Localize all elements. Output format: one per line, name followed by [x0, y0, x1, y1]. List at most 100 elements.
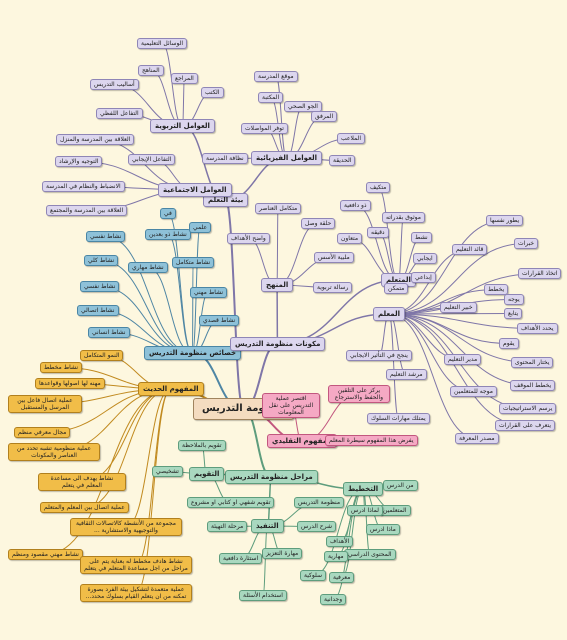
teacher-item[interactable]: يطور نفسها: [486, 215, 524, 226]
implementation-item[interactable]: مرحلة التهيئة: [207, 521, 248, 532]
educational-factor-item[interactable]: الوسائل التعليمية: [137, 38, 188, 49]
implementation-item[interactable]: استثارة دافعية: [219, 553, 263, 564]
curriculum-item[interactable]: رسالة تربوية: [313, 282, 353, 293]
evaluation-item[interactable]: تشخيصي: [152, 466, 183, 477]
planning-node[interactable]: التخطيط: [343, 482, 384, 496]
components-node[interactable]: مكونات منظومة التدريس: [230, 337, 326, 351]
teacher-item[interactable]: يخطط: [484, 284, 509, 295]
teacher-item[interactable]: يقوم: [499, 338, 519, 349]
characteristic-item[interactable]: نشاط نفسي: [86, 231, 126, 242]
planning-item[interactable]: لماذا ادرس: [347, 505, 383, 516]
teacher-item[interactable]: يوجه: [504, 294, 524, 305]
stages-node[interactable]: مراحل منظومة التدريس: [225, 470, 318, 484]
physical-factors-node[interactable]: العوامل الفيزيائية: [251, 151, 323, 165]
physical-factor-item[interactable]: المرفق: [311, 111, 338, 122]
educational-factors-node[interactable]: العوامل التربوية: [150, 119, 215, 133]
learner-item[interactable]: متكيف: [366, 182, 391, 193]
social-factor-item[interactable]: الانضباط والنظام في المدرسة: [42, 181, 125, 192]
teacher-item[interactable]: قائد التعليم: [452, 244, 488, 255]
planning-item[interactable]: المحتوى الدراسي: [344, 549, 396, 560]
learner-item[interactable]: ايجابي: [413, 253, 437, 264]
learner-item[interactable]: متعاون: [337, 233, 363, 244]
modern-concept-item[interactable]: مجموعة من الأنشطة كالاتصالات الثقافية وا…: [70, 518, 182, 536]
traditional-concept-node[interactable]: المفهوم التقليدي: [267, 434, 338, 448]
evaluation-item[interactable]: تقويم بالملاحظة: [178, 440, 226, 451]
physical-factor-item[interactable]: توفر المواصلات: [241, 123, 288, 134]
implementation-node[interactable]: التنفيذ: [251, 519, 284, 533]
learner-item[interactable]: دقيقه: [367, 227, 389, 238]
characteristic-item[interactable]: نشاط مهاري: [128, 262, 168, 273]
teacher-item[interactable]: خبير التعليم: [440, 302, 477, 313]
physical-factor-item[interactable]: نظافة المدرسة: [202, 153, 248, 164]
characteristic-item[interactable]: نشاط نفسي: [80, 281, 120, 292]
physical-factor-item[interactable]: المكتبة: [258, 92, 284, 103]
social-factor-item[interactable]: التوجيه والإرشاد: [55, 156, 103, 167]
planning-item[interactable]: وجدانية: [320, 594, 347, 605]
educational-factor-item[interactable]: المراجع: [171, 73, 198, 84]
teacher-item[interactable]: موجه للمتعلمين: [450, 386, 497, 397]
evaluation-item[interactable]: تقويم شفهي او كتابي او مشروع: [187, 497, 275, 508]
social-factor-item[interactable]: العلاقة بين المدرسة والمنزل: [56, 134, 135, 145]
modern-concept-node[interactable]: المفهوم الحديث: [138, 382, 204, 396]
teacher-item[interactable]: يخطط الموقف: [510, 380, 556, 391]
implementation-item[interactable]: شرح الدرس: [297, 521, 336, 532]
curriculum-item[interactable]: حلقة وصل: [301, 218, 336, 229]
evaluation-node[interactable]: التقويم: [189, 467, 225, 481]
teacher-item[interactable]: مصدر المعرفة: [455, 433, 499, 444]
planning-item[interactable]: ماذا ادرس: [366, 524, 400, 535]
learner-item[interactable]: نشط: [411, 232, 432, 243]
characteristic-item[interactable]: نشاط مهني: [190, 287, 228, 298]
teacher-item[interactable]: يختار المحتوى: [511, 357, 554, 368]
social-factor-item[interactable]: التفاعل الإيجابي: [128, 154, 176, 165]
curriculum-item[interactable]: متكامل العناصر: [255, 203, 302, 214]
educational-factor-item[interactable]: التفاعل اللفظي: [96, 108, 143, 119]
characteristic-item[interactable]: في: [160, 208, 176, 219]
characteristic-item[interactable]: نشاط كلي: [84, 255, 119, 266]
social-factor-item[interactable]: العلاقة بين المدرسة والمجتمع: [46, 205, 128, 216]
characteristic-item[interactable]: نشاط ذو بعدين: [145, 229, 191, 240]
teacher-item[interactable]: خبرات: [514, 238, 539, 249]
characteristic-item[interactable]: نشاط متكامل: [172, 257, 215, 268]
physical-factor-item[interactable]: موقع المدرسة: [254, 71, 298, 82]
modern-concept-item[interactable]: عملية متعمدة لتشكيل بيئة الفرد بصورة تمك…: [80, 584, 192, 602]
teacher-item[interactable]: يمتلك مهارات السلوك: [367, 413, 430, 424]
learner-item[interactable]: ذو دافعية: [340, 200, 371, 211]
curriculum-item[interactable]: ملبية الأسس: [314, 252, 354, 263]
teacher-item[interactable]: اتخاذ القرارات: [518, 268, 562, 279]
planning-item[interactable]: الأهداف: [326, 536, 354, 547]
modern-concept-item[interactable]: عملية اتصال فاعل بين المرسل والمستقبل: [8, 395, 82, 413]
planning-item[interactable]: المتعلمين: [379, 505, 411, 516]
modern-concept-item[interactable]: مجال معرفي منظم: [14, 427, 71, 438]
educational-factor-item[interactable]: المناهج: [138, 65, 164, 76]
traditional-concept-item[interactable]: اقتصر عملية التدريس على نقل المعلومات: [262, 393, 320, 418]
implementation-item[interactable]: منظومة التدريس: [294, 497, 345, 508]
implementation-item[interactable]: استخدام الأسئلة: [239, 590, 287, 601]
teacher-item[interactable]: مدير التعليم: [444, 354, 482, 365]
social-factors-node[interactable]: العوامل الاجتماعية: [158, 183, 232, 197]
traditional-concept-item[interactable]: يفرض هذا المفهوم سيطرة المعلم: [325, 435, 418, 446]
modern-concept-item[interactable]: نشاط يهدف الى مساعدة المعلم في يتعلم: [38, 473, 126, 491]
teacher-item[interactable]: يرسم الاستراتيجيات: [499, 403, 557, 414]
modern-concept-item[interactable]: مهنه لها اصولها وقواعدها: [35, 378, 105, 389]
planning-item[interactable]: سلوكية: [300, 570, 326, 581]
modern-concept-item[interactable]: نشاط مهني مقصود ومنظم: [8, 549, 83, 560]
learner-item[interactable]: إبداعي: [411, 272, 436, 283]
characteristic-item[interactable]: علمي: [189, 222, 212, 233]
planning-item[interactable]: من الدرس: [383, 480, 418, 491]
teacher-node[interactable]: المعلم: [373, 307, 406, 321]
planning-item[interactable]: معرفية: [329, 572, 355, 583]
teacher-item[interactable]: مرشد التعليم: [386, 369, 427, 380]
learner-item[interactable]: متمكن: [384, 283, 409, 294]
characteristic-item[interactable]: نشاط انساني: [88, 327, 130, 338]
implementation-item[interactable]: مهارة التعزيز: [262, 548, 303, 559]
characteristic-item[interactable]: نشاط قصدي: [199, 315, 240, 326]
characteristics-node[interactable]: خصائص منظومة التدريس: [144, 346, 242, 360]
modern-concept-item[interactable]: نشاط هادف مخطط له بعناية يتم على مراحل م…: [80, 556, 192, 574]
modern-concept-item[interactable]: نشاط مخطط: [40, 362, 83, 373]
modern-concept-item[interactable]: النمو المتكامل: [80, 350, 124, 361]
teacher-item[interactable]: يتابع: [504, 308, 523, 319]
teacher-item[interactable]: يتعرف على القرارات: [495, 420, 556, 431]
teacher-item[interactable]: ينجح في التأثير الايجابي: [346, 350, 412, 361]
traditional-concept-item[interactable]: يركز على التلقين والحفظ والاسترجاع: [328, 385, 390, 403]
curriculum-node[interactable]: المنهج: [261, 278, 294, 292]
